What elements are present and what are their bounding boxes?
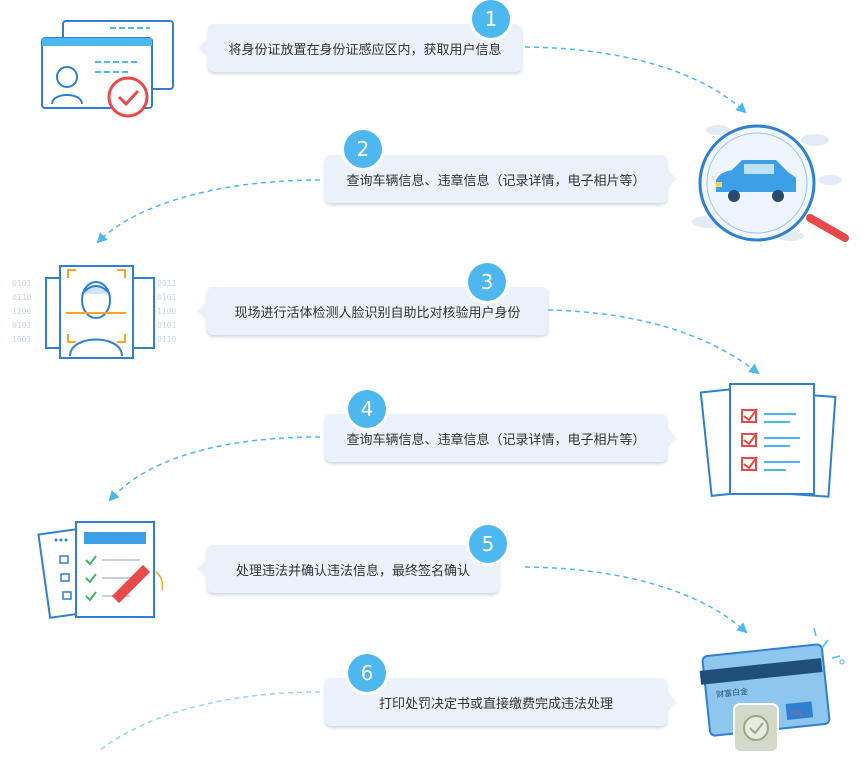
step-2-text: 查询车辆信息、违章信息（记录详情，电子相片等） <box>346 173 646 189</box>
step-3-bubble: 现场进行活体检测人脸识别自助比对核验用户身份 <box>197 287 548 335</box>
connector-3-4 <box>547 309 760 375</box>
binary-9: 0110 <box>157 335 176 344</box>
binary-0: 0101 <box>12 279 31 288</box>
connector-4-5 <box>108 436 321 502</box>
binary-4: 1001 <box>12 335 31 344</box>
card-text: 财富白金 <box>716 686 749 699</box>
step-4-bubble: 查询车辆信息、违章信息（记录详情，电子相片等） <box>325 414 677 462</box>
step-5-text: 处理违法并确认违法信息，最终签名确认 <box>235 563 470 579</box>
form-signature-icon <box>37 521 164 619</box>
bank-card-payment-icon: 财富白金 Pay <box>699 627 845 753</box>
binary-8: 0101 <box>157 321 176 330</box>
step-1-bubble: 将身份证放置在身份证感应区内，获取用户信息 <box>198 24 522 72</box>
checklist-documents-icon <box>699 383 837 498</box>
step-2-number: 2 <box>344 130 382 168</box>
step-3-text: 现场进行活体检测人脸识别自助比对核验用户身份 <box>234 305 521 321</box>
step-6-number: 6 <box>348 654 386 692</box>
connector-6-end <box>99 691 321 751</box>
binary-6: 0101 <box>157 293 176 302</box>
binary-3: 0101 <box>12 321 31 330</box>
binary-5: 0011 <box>157 279 176 288</box>
step-3-number: 3 <box>468 263 506 301</box>
step-4-number: 4 <box>348 390 386 428</box>
car-magnifier-icon <box>692 124 849 242</box>
face-recognition-icon: 0101 0110 1100 0101 1001 0011 0101 1100 … <box>12 265 176 359</box>
pay-text: Pay <box>790 708 803 717</box>
step-5-bubble: 处理违法并确认违法信息，最终签名确认 <box>197 545 499 593</box>
step-6-text: 打印处罚决定书或直接缴费完成违法处理 <box>378 696 613 712</box>
binary-7: 1100 <box>157 307 176 316</box>
step-1-number: 1 <box>472 0 510 38</box>
step-1-text: 将身份证放置在身份证感应区内，获取用户信息 <box>228 42 502 58</box>
connector-1-2 <box>524 46 747 114</box>
connector-5-6 <box>524 566 748 634</box>
id-card-check-icon <box>41 20 174 118</box>
step-4-text: 查询车辆信息、违章信息（记录详情，电子相片等） <box>346 432 646 448</box>
step-6-bubble: 打印处罚决定书或直接缴费完成违法处理 <box>325 678 677 726</box>
binary-1: 0110 <box>12 293 31 302</box>
step-2-bubble: 查询车辆信息、违章信息（记录详情，电子相片等） <box>325 155 677 203</box>
binary-2: 1100 <box>12 307 31 316</box>
connector-2-3 <box>96 179 321 244</box>
step-5-number: 5 <box>469 525 507 563</box>
